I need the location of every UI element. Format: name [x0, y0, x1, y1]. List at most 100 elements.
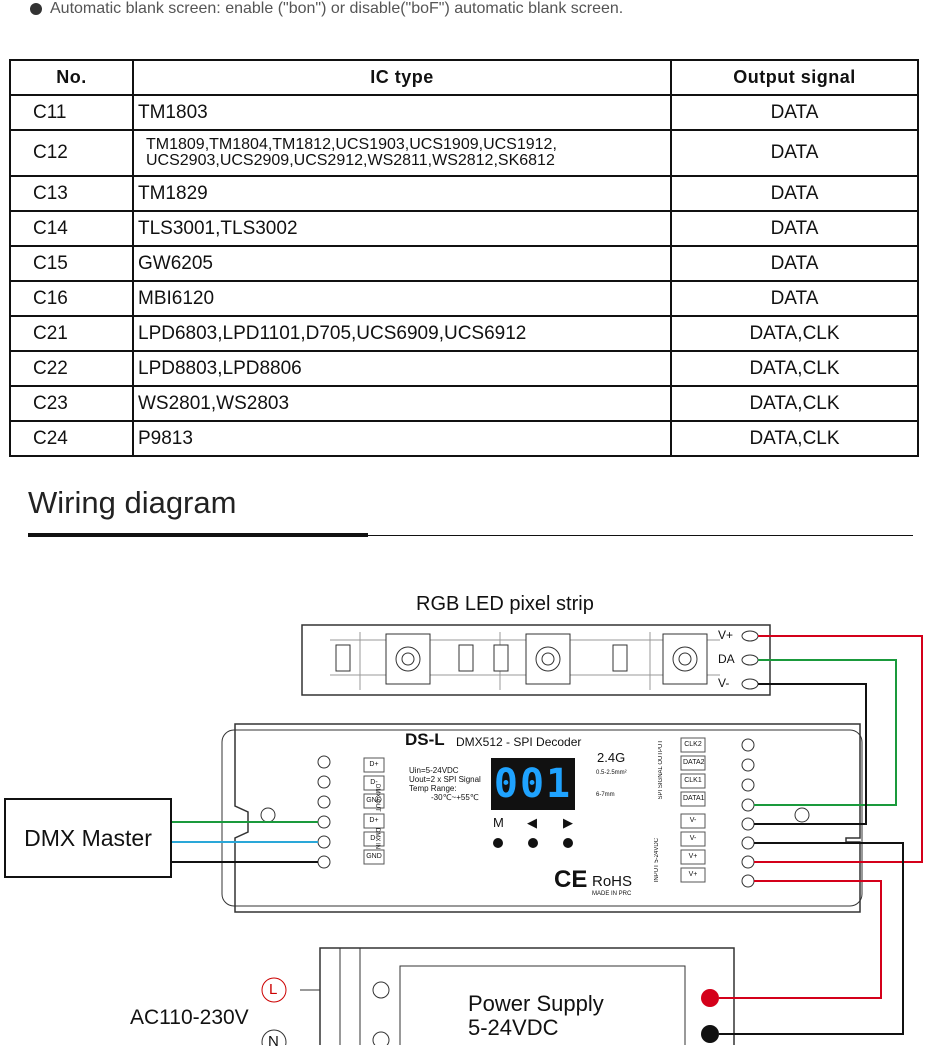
- cell-no: C22: [9, 350, 134, 387]
- input-vplus-1: V+: [688, 853, 698, 860]
- cell-ic: P9813: [132, 420, 672, 457]
- led-chip: [525, 633, 571, 685]
- cell-no: C15: [9, 245, 134, 282]
- strip-terminals: [741, 630, 759, 690]
- right-terminals: [741, 738, 755, 888]
- strip-traces: [330, 632, 720, 690]
- mode-button-label: M: [493, 815, 504, 830]
- ps-frame: [300, 948, 361, 1045]
- spi-clk2: CLK2: [684, 741, 702, 748]
- spec-line: Uin=5-24VDC: [409, 766, 459, 775]
- wire-strip-data: [754, 659, 897, 806]
- dmx-in-dplus: D+: [369, 817, 379, 824]
- cell-out: DATA,CLK: [670, 315, 919, 352]
- dmx-out-label: DMX OUT: [374, 784, 380, 812]
- input-vplus-2: V+: [688, 871, 698, 878]
- ac-n-marker: [261, 1029, 287, 1045]
- cell-no: C11: [9, 94, 134, 131]
- strip-terminal-vplus: V+: [718, 628, 734, 642]
- mount-hole-right: [794, 807, 810, 823]
- wire-strip-vminus: [754, 683, 867, 825]
- cell-no: C24: [9, 420, 134, 457]
- spi-data2: DATA2: [683, 759, 705, 766]
- made-in-label: MADE IN PRC: [592, 891, 632, 897]
- cell-out: DATA: [670, 129, 919, 177]
- right-button-label: ▶: [563, 815, 573, 830]
- cell-ic: LPD6803,LPD1101,D705,UCS6909,UCS6912: [132, 315, 672, 352]
- label-boxes: [363, 737, 706, 883]
- cell-no: C13: [9, 175, 134, 212]
- cell-out: DATA: [670, 175, 919, 212]
- ps-label-line2: 5-24VDC: [468, 1015, 559, 1040]
- decoder-subtitle: DMX512 - SPI Decoder: [456, 735, 582, 749]
- segment-display: 001: [491, 758, 575, 810]
- strip-length-label: 6-7mm: [596, 792, 615, 798]
- button-dots: [493, 838, 573, 848]
- dmx-in-label: DMX IN: [374, 828, 380, 849]
- input-vminus-2: V-: [689, 835, 697, 842]
- header-output-signal: Output signal: [670, 59, 919, 96]
- power-supply-label: Power Supply 5-24VDC: [468, 992, 604, 1040]
- dmx-out-gnd: GND: [366, 797, 382, 804]
- dmx-master-label: DMX Master: [24, 824, 152, 851]
- ac-screw-l: [372, 981, 390, 999]
- ac-n-label: N: [268, 1033, 279, 1050]
- cell-out: DATA,CLK: [670, 350, 919, 387]
- spec-line: Temp Range:: [409, 784, 457, 793]
- dmx-out-dminus: D-: [370, 779, 378, 786]
- cell-out: DATA: [670, 210, 919, 247]
- header-ic-type: IC type: [132, 59, 672, 96]
- cell-ic: TM1829: [132, 175, 672, 212]
- cell-ic-line1: TM1809,TM1804,TM1812,UCS1903,UCS1909,UCS…: [146, 136, 557, 153]
- cell-out: DATA,CLK: [670, 385, 919, 422]
- cell-ic: MBI6120: [132, 280, 672, 317]
- cell-no: C21: [9, 315, 134, 352]
- blank-screen-note: Automatic blank screen: enable ("bon") o…: [30, 0, 623, 18]
- wire-ps-plus: [719, 880, 882, 999]
- dmx-in-gnd: GND: [366, 853, 382, 860]
- title-rule: [368, 535, 913, 536]
- power-supply-panel: [399, 965, 686, 1045]
- note-text: Automatic blank screen: enable ("bon") o…: [50, 0, 624, 17]
- spi-output-label: SPI SIGNAL OUTPUT: [658, 740, 664, 800]
- ac-l-label: L: [269, 981, 278, 998]
- cell-no: C23: [9, 385, 134, 422]
- input-label: INPUT 5-24VDC: [654, 838, 660, 883]
- header-no: No.: [9, 59, 134, 96]
- section-title: Wiring diagram: [28, 485, 237, 520]
- cell-out: DATA: [670, 245, 919, 282]
- cell-ic: LPD8803,LPD8806: [132, 350, 672, 387]
- table-header-row: No. IC type Output signal: [9, 59, 919, 96]
- cell-out: DATA: [670, 94, 919, 131]
- dmx-in-dminus: D-: [370, 835, 378, 842]
- spi-data1: DATA1: [683, 795, 705, 802]
- cell-no: C12: [9, 129, 134, 177]
- cell-ic: TLS3001,TLS3002: [132, 210, 672, 247]
- ac-input-label: AC110-230V: [130, 1006, 249, 1029]
- cell-ic: TM1809,TM1804,TM1812,UCS1903,UCS1909,UCS…: [132, 129, 672, 177]
- cell-no: C14: [9, 210, 134, 247]
- cell-ic: GW6205: [132, 245, 672, 282]
- ps-plus-terminal: [701, 989, 719, 1007]
- rf-label: 2.4G: [597, 750, 626, 765]
- strip-title: RGB LED pixel strip: [416, 593, 594, 615]
- wires: [172, 635, 923, 1035]
- ps-minus-terminal: [701, 1025, 719, 1043]
- ps-label-line1: Power Supply: [468, 991, 604, 1016]
- ac-l-marker: [261, 977, 287, 1003]
- spec-line: -30℃~+55℃: [431, 793, 479, 802]
- input-vminus-1: V-: [689, 817, 697, 824]
- decoder-model: DS-L: [405, 730, 445, 749]
- spec-line: Uout=2 x SPI Signal: [409, 775, 481, 784]
- bullet-icon: [30, 2, 42, 15]
